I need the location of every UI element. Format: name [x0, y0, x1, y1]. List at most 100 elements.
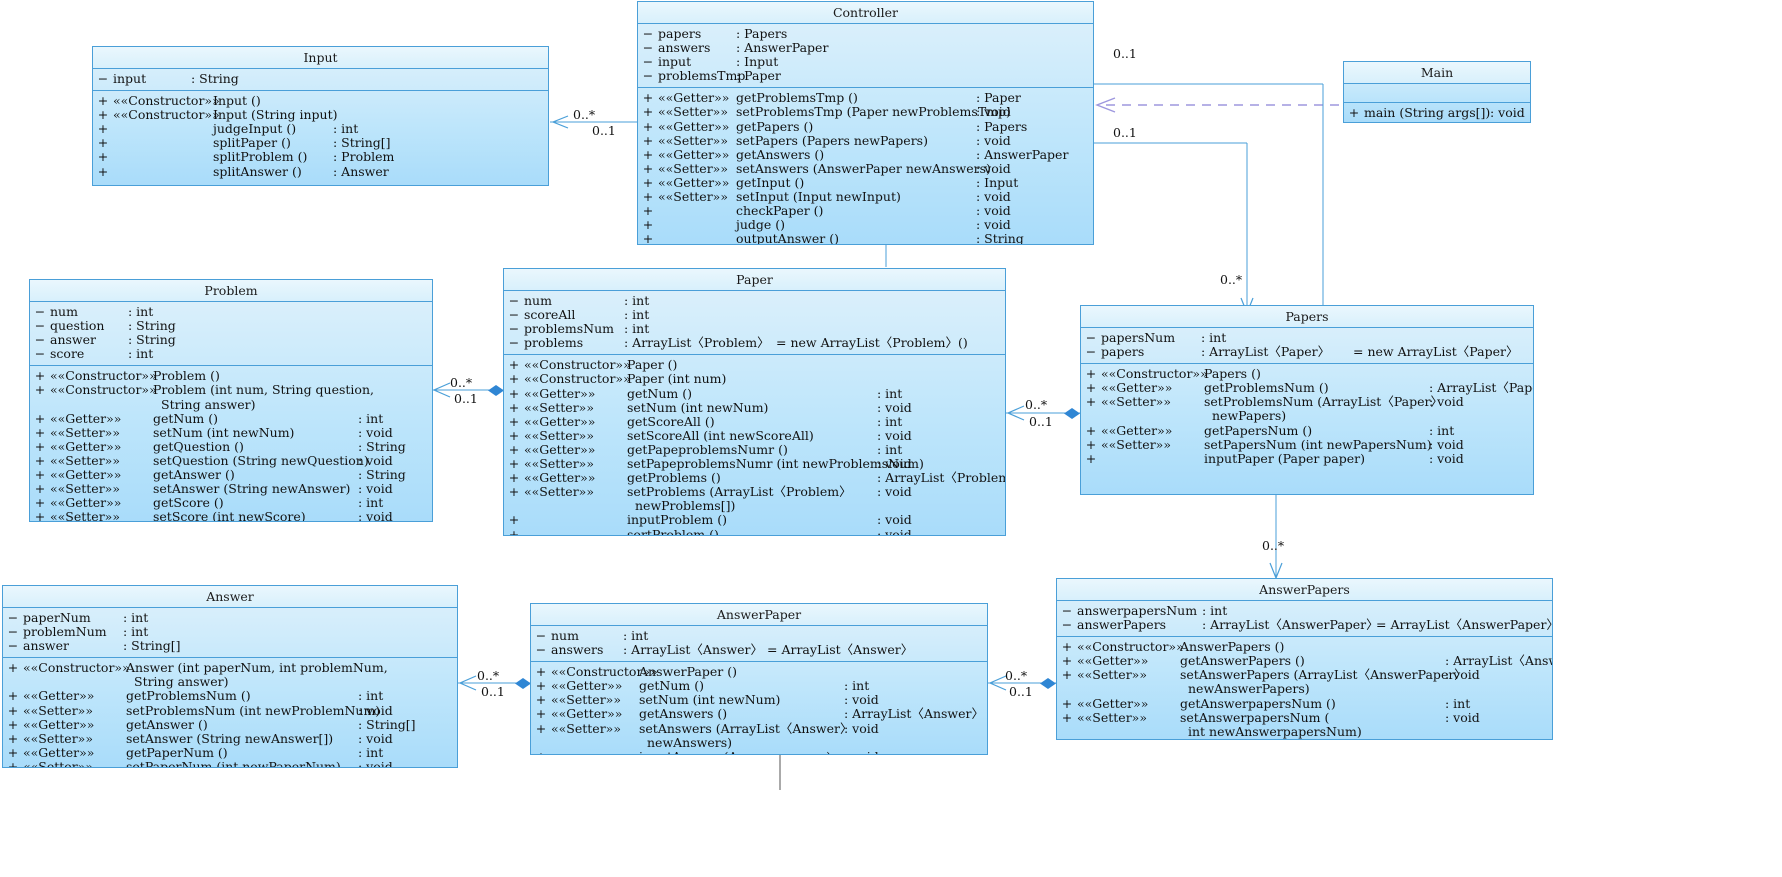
attribute-row: −answerpapersNum: int — [1057, 603, 1552, 618]
operation-stereotype: ««Constructor»» — [551, 664, 658, 680]
attribute-name: scoreAll — [524, 307, 576, 323]
visibility-marker: − — [1061, 617, 1073, 633]
visibility-marker: + — [34, 382, 46, 398]
attributes-answerpapers: −answerpapersNum: int−answerPapers: Arra… — [1057, 601, 1552, 638]
operation-row: +««Getter»»getQuestion (): String — [30, 438, 432, 454]
visibility-marker: − — [508, 321, 520, 337]
visibility-marker: + — [508, 470, 520, 486]
operation-signature: setAnswerpapersNum ( — [1180, 709, 1330, 725]
operation-stereotype: ««Constructor»» — [524, 371, 631, 387]
visibility-marker: + — [1061, 695, 1073, 711]
operation-row: +««Getter»»getPapers (): Papers — [638, 118, 1093, 134]
visibility-marker: + — [508, 441, 520, 457]
visibility-marker: − — [7, 638, 19, 654]
operation-row: +««Setter»»setPapeproblemsNumr (int newP… — [504, 456, 1005, 471]
class-box-paper[interactable]: Paper −num: int−scoreAll: int−problemsNu… — [503, 268, 1006, 536]
operation-return-type: : String — [358, 438, 406, 454]
attribute-row: −num: int — [504, 293, 1005, 308]
operation-signature: setAnswers (ArrayList〈Answer〉 — [639, 720, 853, 736]
operation-return-type: : void — [1445, 667, 1480, 683]
visibility-marker: + — [642, 203, 654, 219]
operation-stereotype: ««Constructor»» — [1077, 639, 1184, 655]
visibility-marker: − — [508, 307, 520, 323]
operation-stereotype: ««Setter»» — [23, 702, 93, 718]
operation-signature: getScore () — [153, 495, 224, 511]
operation-signature: getNum () — [639, 678, 704, 694]
operation-row: +splitPaper (): String[] — [93, 136, 548, 150]
operation-row: +««Getter»»getInput (): Input — [638, 175, 1093, 190]
operation-signature: getAnswers () — [736, 146, 825, 162]
class-name-problem: Problem — [30, 280, 432, 302]
class-box-problem[interactable]: Problem −num: int−question: String−answe… — [29, 279, 433, 522]
operation-continuation-row: String answer) — [3, 675, 457, 689]
attribute-name: answer — [50, 332, 96, 348]
visibility-marker: + — [7, 730, 19, 746]
multiplicity-answerpaper-answerpapers-many: 0..* — [1005, 668, 1028, 683]
operation-row: +judge (): void — [638, 218, 1093, 232]
class-box-answerpapers[interactable]: AnswerPapers −answerpapersNum: int−answe… — [1056, 578, 1553, 740]
operation-row: +««Getter»»getAnswers (): ArrayList〈Answ… — [531, 707, 987, 721]
operation-row: +««Getter»»getPapeproblemsNumr (): int — [504, 441, 1005, 457]
operation-return-type: : void — [877, 512, 912, 528]
operation-return-type: : void — [1490, 105, 1525, 120]
operation-signature: getProblems () — [627, 470, 721, 486]
operation-stereotype: ««Setter»» — [1077, 667, 1147, 683]
attribute-name: answers — [551, 642, 604, 658]
operation-stereotype: ««Getter»» — [551, 678, 623, 694]
operation-return-type: : void — [976, 132, 1011, 148]
operation-stereotype: ««Constructor»» — [113, 107, 220, 123]
visibility-marker: + — [34, 368, 46, 384]
operation-signature: setProblemsNum (ArrayList〈Paper〉 — [1204, 394, 1444, 410]
operation-stereotype: ««Constructor»» — [113, 93, 220, 109]
class-box-main[interactable]: Main +main (String args[]): void — [1343, 61, 1531, 123]
visibility-marker: + — [34, 467, 46, 483]
visibility-marker: − — [508, 293, 520, 308]
class-box-input[interactable]: Input −input: String +««Constructor»»Inp… — [92, 46, 549, 186]
operations-answer: +««Constructor»»Answer (int paperNum, in… — [3, 658, 457, 767]
attributes-paper: −num: int−scoreAll: int−problemsNum: int… — [504, 291, 1005, 356]
attributes-main — [1344, 84, 1530, 103]
attribute-row: −answer: String — [30, 333, 432, 347]
aggregation-diamond-papers-paper — [1064, 408, 1080, 419]
operation-continuation-text: String answer) — [134, 674, 229, 690]
aggregation-diamond-answerpaper-answer — [515, 678, 531, 689]
class-box-answerpaper[interactable]: AnswerPaper −num: int−answers: ArrayList… — [530, 603, 988, 755]
operation-signature: Problem () — [153, 368, 220, 384]
class-box-answer[interactable]: Answer −paperNum: int−problemNum: int−an… — [2, 585, 458, 768]
operations-input: +««Constructor»»Input ()+««Constructor»»… — [93, 91, 548, 183]
operation-stereotype: ««Getter»» — [524, 413, 596, 429]
operation-signature: getPapers () — [736, 118, 814, 134]
class-box-papers[interactable]: Papers −papersNum: int−papers: ArrayList… — [1080, 305, 1534, 495]
attributes-answerpaper: −num: int−answers: ArrayList〈Answer〉= Ar… — [531, 626, 987, 663]
operation-signature: getNum () — [153, 410, 218, 426]
operation-row: +««Setter»»setNum (int newNum): void — [30, 425, 432, 440]
operation-signature: setQuestion (String newQuestion) — [153, 452, 369, 468]
operation-signature: splitPaper () — [213, 135, 291, 151]
visibility-marker: + — [508, 357, 520, 373]
attribute-row: −answers: AnswerPaper — [638, 40, 1093, 55]
operation-return-type: : void — [1429, 436, 1464, 452]
operation-row: +««Setter»»setProblemsNum (int newProble… — [3, 702, 457, 718]
operation-signature: inputAnswer (Answer answer) — [639, 749, 844, 754]
operation-return-type: : void — [358, 702, 393, 718]
class-box-controller[interactable]: Controller −papers: Papers−answers: Answ… — [637, 1, 1094, 245]
operation-row: +inputPaper (Paper paper): void — [1081, 451, 1533, 466]
attribute-row: −question: String — [30, 318, 432, 333]
operation-row: +««Constructor»»AnswerPapers () — [1057, 640, 1552, 654]
visibility-marker: − — [1085, 330, 1097, 345]
visibility-marker: + — [1057, 738, 1077, 739]
visibility-marker: + — [1085, 380, 1097, 396]
attributes-papers: −papersNum: int−papers: ArrayList〈Paper〉… — [1081, 328, 1533, 365]
operation-return-type: : void — [358, 730, 393, 746]
operation-row: +««Getter»»getProblemsTmp (): Paper — [638, 91, 1093, 105]
operation-signature: getProblemsNum () — [126, 688, 251, 704]
operation-stereotype: ««Getter»» — [23, 744, 95, 760]
attribute-name: problemsTmp — [658, 68, 746, 84]
attribute-row: −papers: Papers — [638, 26, 1093, 41]
operation-return-type: : void — [877, 399, 912, 415]
visibility-marker: + — [508, 371, 520, 387]
attribute-type: : String[] — [123, 638, 181, 654]
operation-return-type: : ArrayList〈Problem〉[] — [877, 470, 1005, 486]
operation-return-type: : void — [976, 203, 1011, 219]
operation-return-type: : void — [976, 104, 1011, 120]
